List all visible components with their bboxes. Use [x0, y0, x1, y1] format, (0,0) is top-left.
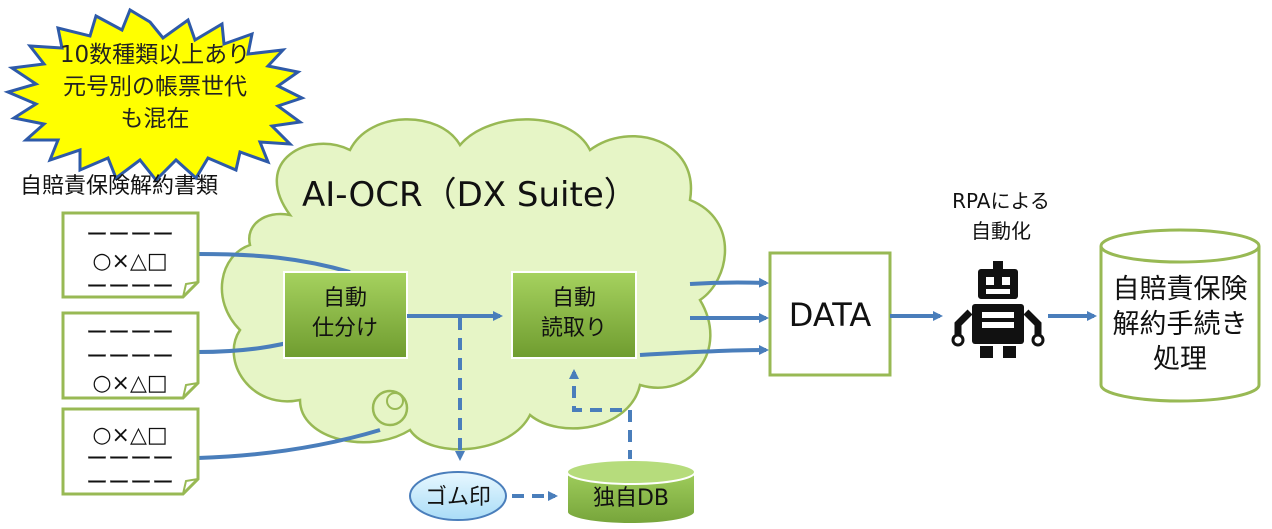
robot-arm-right: [1023, 309, 1042, 336]
auto-read-box: 自動 読取り: [511, 271, 637, 359]
ai-ocr-cloud: AI-OCR（DX Suite）: [220, 118, 727, 451]
document-card-1-fold: [182, 281, 199, 298]
process-cylinder: 自賠責保険 解約手続き 処理: [1099, 228, 1261, 403]
callout-line-2: 元号別の帳票世代: [63, 74, 247, 100]
documents-title: 自賠責保険解約書類: [20, 174, 218, 199]
process-top: [1099, 228, 1261, 264]
robot-icon: [951, 261, 1045, 358]
doc1-line-1: ーーーー: [86, 223, 174, 248]
auto-sort-box: 自動 仕分け: [283, 271, 408, 359]
db-body: [566, 472, 696, 525]
document-card-2: ーーーー ーーーー ○×△□: [61, 311, 200, 400]
process-line-1: 自賠責保険: [1113, 274, 1248, 305]
document-card-1-frame: [61, 211, 200, 299]
data-box-frame: [768, 251, 892, 377]
burst-shape: [3, 7, 306, 183]
callout-burst: 10数種類以上あり 元号別の帳票世代 も混在: [3, 7, 306, 183]
dashed-flows: [455, 318, 632, 501]
auto-read-box-shape: [511, 271, 637, 359]
robot-panel-1: [982, 312, 1014, 318]
doc2-line-3: ○×△□: [92, 371, 167, 396]
doc1-flow: [197, 252, 351, 274]
auto-read-line-2: 読取り: [541, 316, 607, 341]
doc1-line-2: ○×△□: [92, 249, 167, 274]
robot-mouth: [986, 289, 1010, 294]
data-box: DATA: [768, 251, 892, 377]
document-card-1: ーーーー ○×△□ ーーーー: [61, 211, 200, 300]
document-card-3-fold: [182, 478, 199, 495]
rpa-caption-line-2: 自動化: [971, 219, 1031, 243]
robot-head: [978, 269, 1018, 299]
cloud-shape: [220, 118, 727, 451]
doc2-line-1: ーーーー: [86, 321, 174, 346]
doc3-flow: [197, 428, 381, 460]
process-body: [1099, 246, 1261, 403]
doc1-line-3: ーーーー: [86, 275, 174, 300]
robot-hand-right: [1031, 333, 1045, 347]
stamp-oval: [409, 471, 507, 521]
robot-arm-left: [954, 309, 973, 336]
robot-leg-right: [1003, 346, 1016, 358]
stamp-label: ゴム印: [425, 485, 491, 510]
doc2-line-2: ーーーー: [86, 345, 174, 370]
flow-to-data-1: [689, 277, 769, 288]
robot-antenna: [993, 261, 1003, 269]
callout-line-1: 10数種類以上あり: [60, 42, 250, 68]
auto-read-line-1: 自動: [552, 286, 596, 311]
auto-sort-box-shape: [283, 271, 408, 359]
cloud-bubble-small: [386, 392, 404, 410]
robot-eye-right: [1002, 277, 1010, 285]
document-card-3-frame: [61, 407, 200, 496]
db-label: 独自DB: [593, 486, 669, 511]
robot-leg-left: [980, 346, 993, 358]
robot-panel-2: [982, 322, 1014, 328]
callout-line-3: も混在: [121, 106, 190, 132]
document-card-3: ○×△□ ーーーー ーーーー: [61, 407, 200, 496]
doc3-line-1: ○×△□: [92, 423, 167, 448]
rubber-stamp-node: ゴム印: [409, 471, 507, 521]
cloud-title: AI-OCR（DX Suite）: [302, 175, 638, 215]
robot-eye-left: [986, 277, 994, 285]
dashed-db-to-read: [569, 369, 632, 462]
data-label: DATA: [789, 296, 872, 334]
auto-sort-line-1: 自動: [323, 286, 367, 311]
doc3-line-3: ーーーー: [86, 471, 174, 496]
document-card-2-fold: [182, 382, 199, 399]
process-line-3: 処理: [1153, 344, 1207, 375]
doc3-line-2: ーーーー: [86, 447, 174, 472]
robot-hand-left: [951, 333, 965, 347]
custom-db: 独自DB: [566, 459, 696, 525]
auto-sort-line-2: 仕分け: [312, 316, 378, 341]
document-card-2-frame: [61, 311, 200, 400]
process-line-2: 解約手続き: [1113, 309, 1248, 340]
flow-to-data-3: [639, 345, 769, 357]
rpa-caption-line-1: RPAによる: [952, 189, 1050, 213]
db-top: [566, 459, 696, 485]
